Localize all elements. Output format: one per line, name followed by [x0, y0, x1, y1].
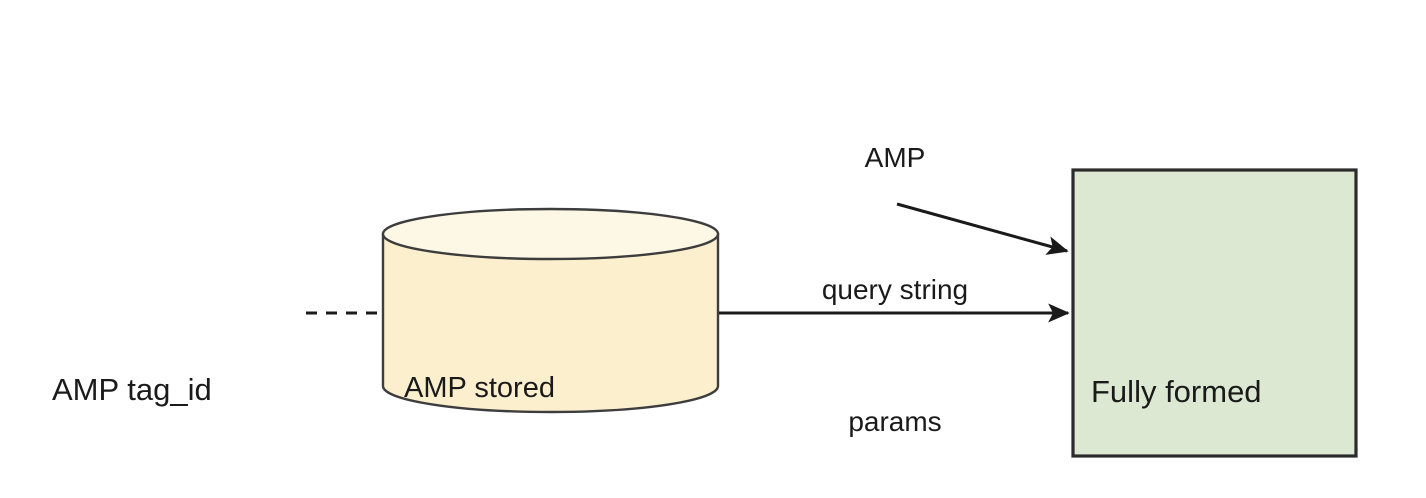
label-amp-tag-id: AMP tag_id: [52, 295, 212, 485]
edge-params-to-ortb: [896, 202, 1069, 255]
ortb-line-1: Fully formed: [1091, 374, 1262, 409]
params-line-1: AMP: [864, 142, 926, 173]
cylinder-amp-stored-request-template: [381, 207, 720, 414]
stored-request-line-1: AMP stored: [404, 372, 555, 404]
amp-tag-id-text: AMP tag_id: [52, 372, 212, 407]
label-fully-formed-ortb: Fully formed ORTB: [1091, 272, 1262, 498]
label-amp-query-string-params: AMP query string params: [790, 48, 1000, 498]
params-line-2: query string: [821, 274, 969, 305]
rect-fully-formed-ortb: [1071, 168, 1358, 458]
label-amp-stored-request-template: AMP stored request template: [404, 278, 620, 498]
params-line-3: params: [848, 406, 942, 437]
